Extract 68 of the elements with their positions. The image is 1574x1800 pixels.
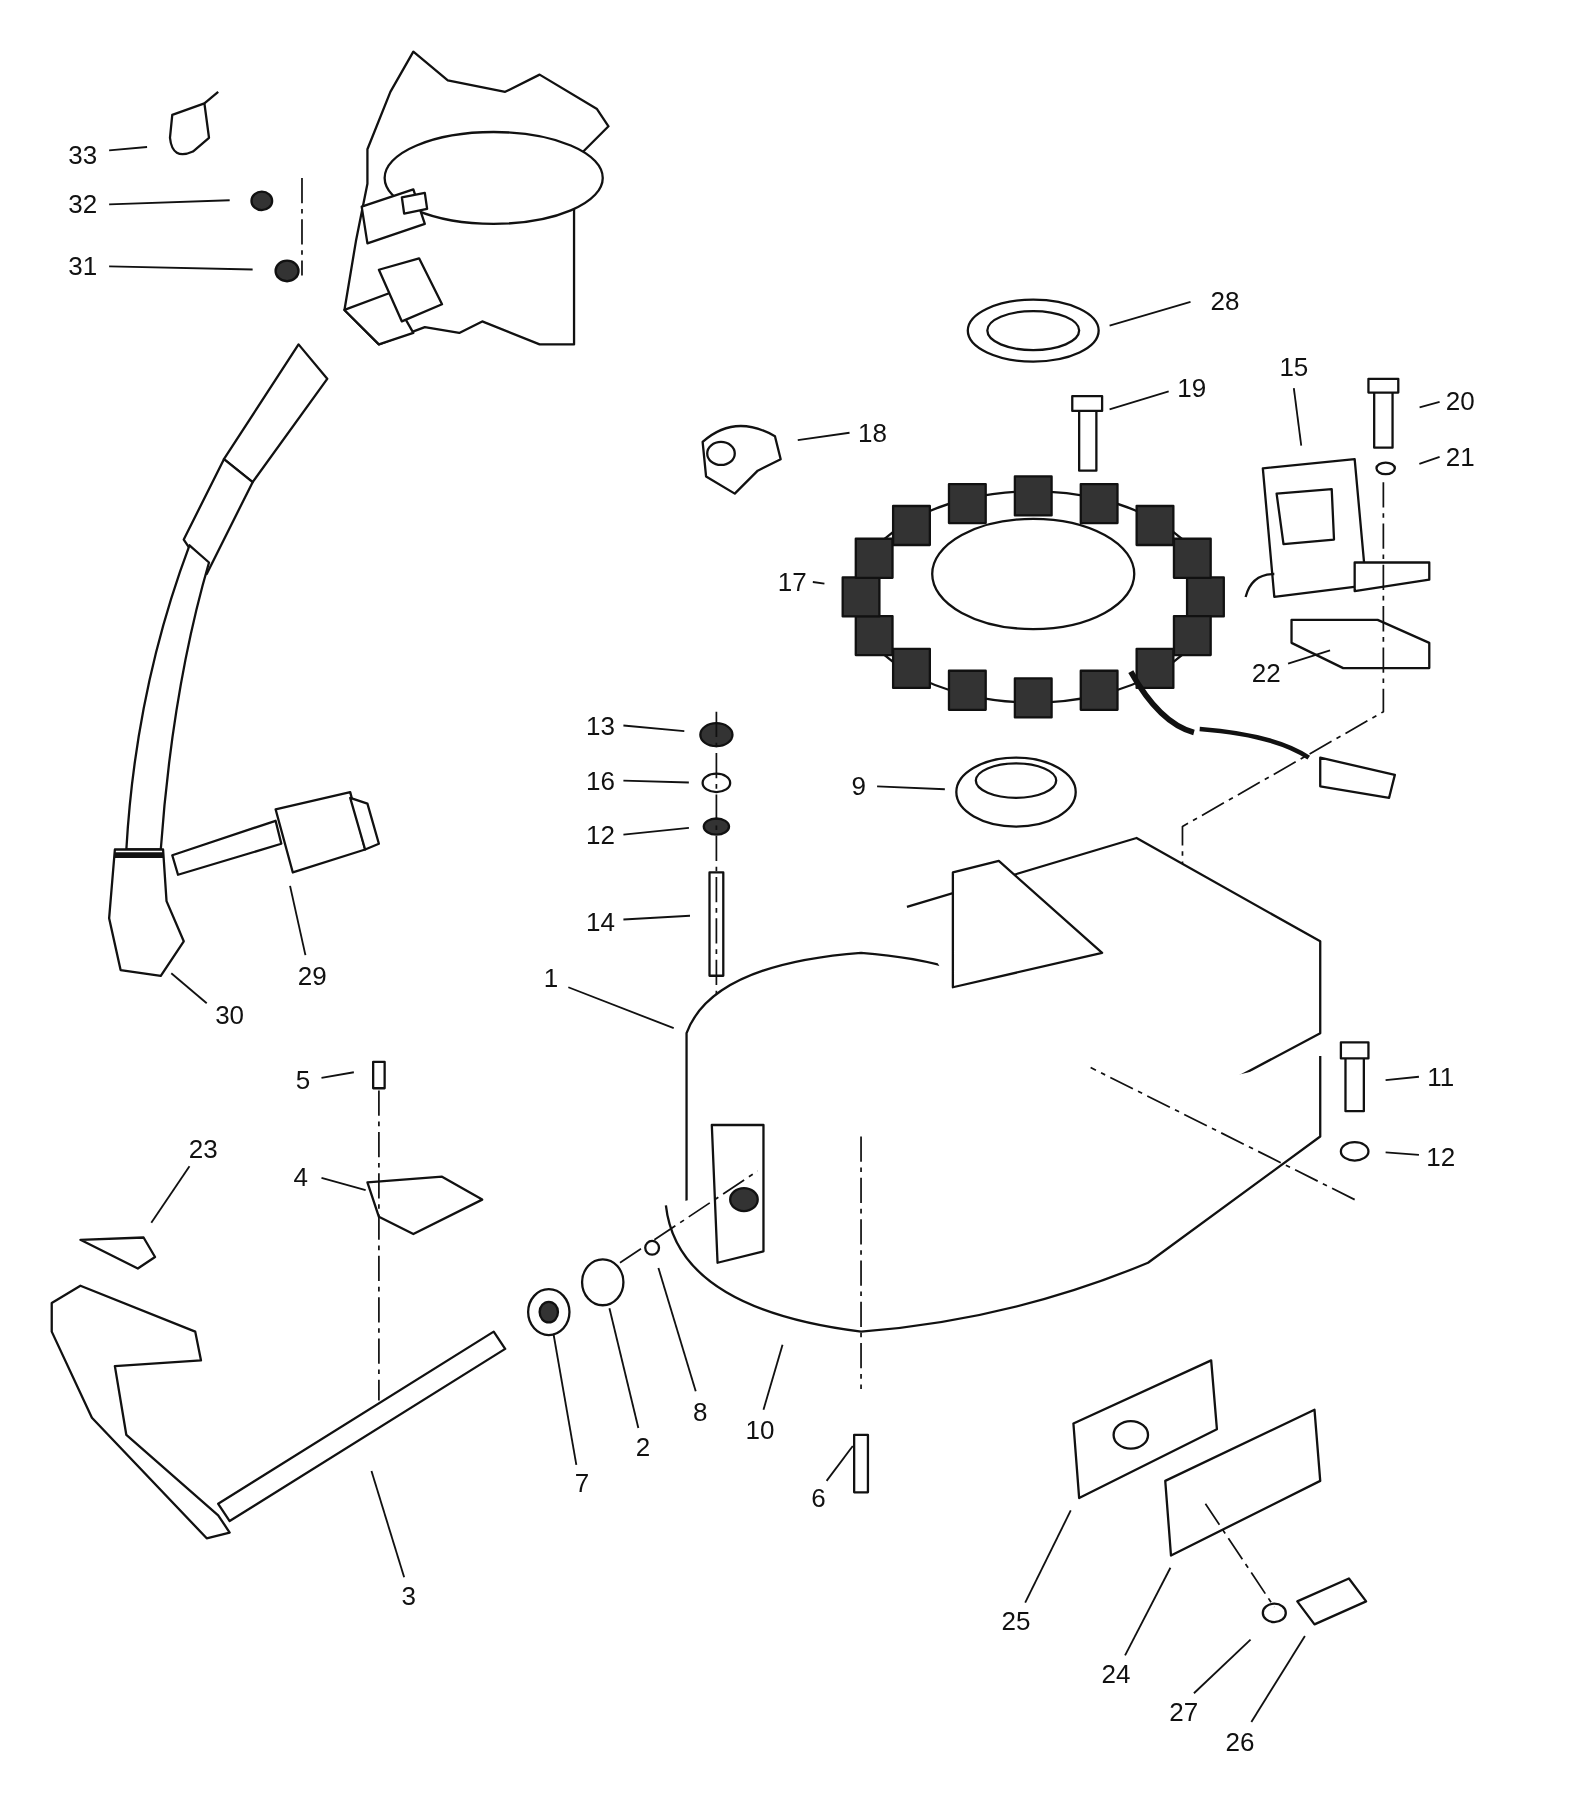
leader-line xyxy=(825,1445,854,1482)
leader-line xyxy=(1108,301,1192,327)
leader-line xyxy=(1024,1509,1072,1604)
leader-line xyxy=(1250,1635,1306,1723)
callout-number: 33 xyxy=(67,141,99,169)
callout-number: 21 xyxy=(1444,442,1476,471)
callout-number: 14 xyxy=(585,907,616,936)
leader-line xyxy=(1418,400,1441,409)
leader-line xyxy=(762,1343,784,1411)
callout-number: 27 xyxy=(1168,1697,1200,1726)
callout-number: 4 xyxy=(292,1162,309,1191)
callout-number: 3 xyxy=(400,1581,417,1610)
leader-line xyxy=(370,1470,406,1579)
callout-number: 20 xyxy=(1444,386,1476,415)
leader-line xyxy=(1384,1151,1420,1156)
leader-line xyxy=(1418,455,1441,465)
callout-number: 17 xyxy=(776,568,808,597)
callout-number: 5 xyxy=(294,1066,312,1095)
leader-line xyxy=(1292,387,1303,447)
callout-number: 6 xyxy=(810,1484,827,1513)
leader-line xyxy=(622,827,690,836)
callout-number: 8 xyxy=(692,1398,709,1427)
leader-line xyxy=(320,1176,367,1192)
callout-number: 13 xyxy=(585,711,616,740)
leader-line xyxy=(876,785,946,791)
leader-line xyxy=(552,1332,578,1466)
callout-number: 16 xyxy=(585,766,616,795)
callout-number: 10 xyxy=(744,1416,776,1445)
leader-line xyxy=(108,199,231,206)
leader-line xyxy=(1384,1075,1420,1081)
leader-line xyxy=(1287,649,1331,665)
callout-number: 24 xyxy=(1100,1659,1132,1688)
callout-number: 11 xyxy=(1426,1062,1456,1091)
leader-line xyxy=(622,779,690,784)
callout-number: 31 xyxy=(67,252,99,281)
callout-number: 9 xyxy=(850,772,867,801)
leader-line xyxy=(150,1165,191,1224)
callout-number: 29 xyxy=(296,961,328,990)
callout-number: 30 xyxy=(214,1000,246,1029)
leader-line xyxy=(608,1307,640,1429)
callout-number: 32 xyxy=(67,190,99,219)
leader-line xyxy=(811,581,826,585)
leader-line xyxy=(622,914,691,921)
leader-line xyxy=(320,1071,355,1079)
leader-line xyxy=(108,146,148,152)
leader-line xyxy=(170,972,208,1005)
callout-number: 1 xyxy=(542,964,560,993)
callout-number: 15 xyxy=(1278,353,1310,382)
callout-number: 18 xyxy=(857,418,888,447)
leader-line xyxy=(108,265,254,271)
leader-line xyxy=(1108,390,1170,411)
leader-line xyxy=(289,885,307,956)
callout-number: 12 xyxy=(1425,1143,1457,1172)
leader-line xyxy=(622,724,686,733)
leader-line xyxy=(1193,1638,1252,1695)
callout-number: 19 xyxy=(1176,374,1208,403)
callout-number: 25 xyxy=(1000,1607,1032,1636)
leader-line xyxy=(657,1267,697,1393)
callout-number: 26 xyxy=(1224,1727,1256,1756)
callout-number: 22 xyxy=(1250,658,1282,687)
callout-number: 2 xyxy=(634,1432,652,1461)
leader-line xyxy=(567,986,675,1030)
callout-number: 12 xyxy=(585,820,616,849)
callout-number: 23 xyxy=(187,1135,219,1164)
callout-number: 28 xyxy=(1209,286,1241,315)
leader-line xyxy=(1124,1566,1172,1657)
callout-number: 7 xyxy=(573,1469,591,1498)
leader-line xyxy=(796,431,851,441)
